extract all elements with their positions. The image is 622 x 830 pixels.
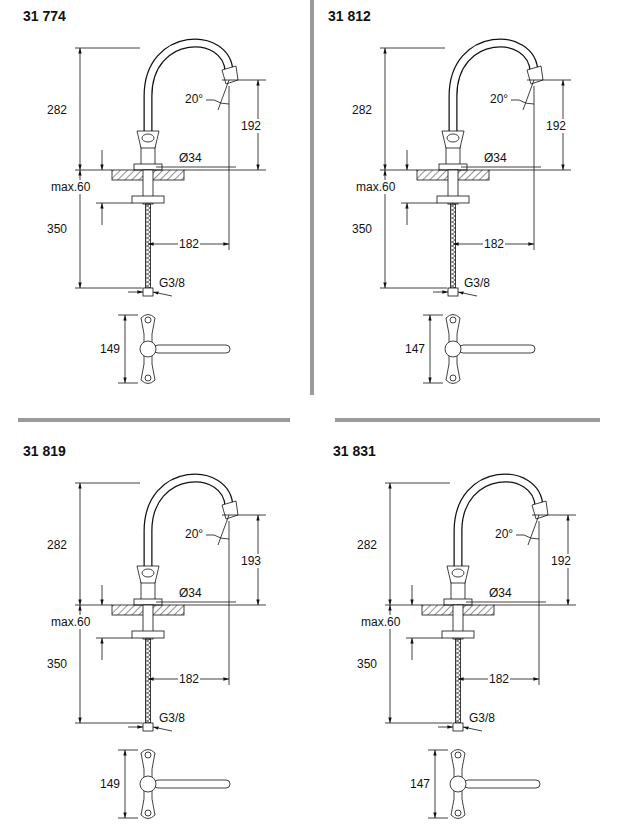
separator <box>18 418 290 422</box>
model-number: 31 774 <box>22 8 67 24</box>
separator <box>335 418 600 422</box>
thread-label: G3/8 <box>158 276 186 290</box>
diameter-label: Ø34 <box>178 586 203 600</box>
faucet-view <box>385 478 576 819</box>
dimension-label: 192 <box>550 554 572 568</box>
dimension-label: 350 <box>351 222 373 236</box>
diameter-label: Ø34 <box>178 151 203 165</box>
model-number: 31 819 <box>22 443 67 459</box>
dimension-label: 282 <box>46 103 68 117</box>
faucet-view <box>75 43 266 384</box>
dimension-label: 182 <box>178 237 200 251</box>
faucet-view <box>75 478 266 819</box>
diameter-label: Ø34 <box>488 586 513 600</box>
dimension-label: 149 <box>99 342 121 356</box>
thread-label: G3/8 <box>468 711 496 725</box>
dimension-label: 282 <box>356 538 378 552</box>
dimension-label: 147 <box>409 777 431 791</box>
model-number: 31 812 <box>327 8 372 24</box>
angle-label: 20° <box>489 92 509 106</box>
thread-label: G3/8 <box>158 711 186 725</box>
dimension-label: 282 <box>351 103 373 117</box>
dimension-label: 350 <box>46 222 68 236</box>
dimension-label: max.60 <box>50 615 91 629</box>
dimension-label: 182 <box>488 672 510 686</box>
dimension-label: 149 <box>99 777 121 791</box>
angle-label: 20° <box>494 527 514 541</box>
separator <box>310 0 314 395</box>
dimension-label: 192 <box>240 119 262 133</box>
dimension-label: 182 <box>483 237 505 251</box>
dimension-label: max.60 <box>360 615 401 629</box>
dimension-label: 282 <box>46 538 68 552</box>
dimension-label: 182 <box>178 672 200 686</box>
dimension-label: max.60 <box>50 180 91 194</box>
angle-label: 20° <box>184 92 204 106</box>
dimension-label: max.60 <box>355 180 396 194</box>
dimension-label: 350 <box>46 657 68 671</box>
diameter-label: Ø34 <box>483 151 508 165</box>
model-number: 31 831 <box>332 443 377 459</box>
dimension-label: 193 <box>240 554 262 568</box>
dimension-label: 147 <box>404 342 426 356</box>
faucet-view <box>380 43 571 384</box>
dimension-label: 192 <box>545 119 567 133</box>
dimension-label: 350 <box>356 657 378 671</box>
angle-label: 20° <box>184 527 204 541</box>
thread-label: G3/8 <box>463 276 491 290</box>
